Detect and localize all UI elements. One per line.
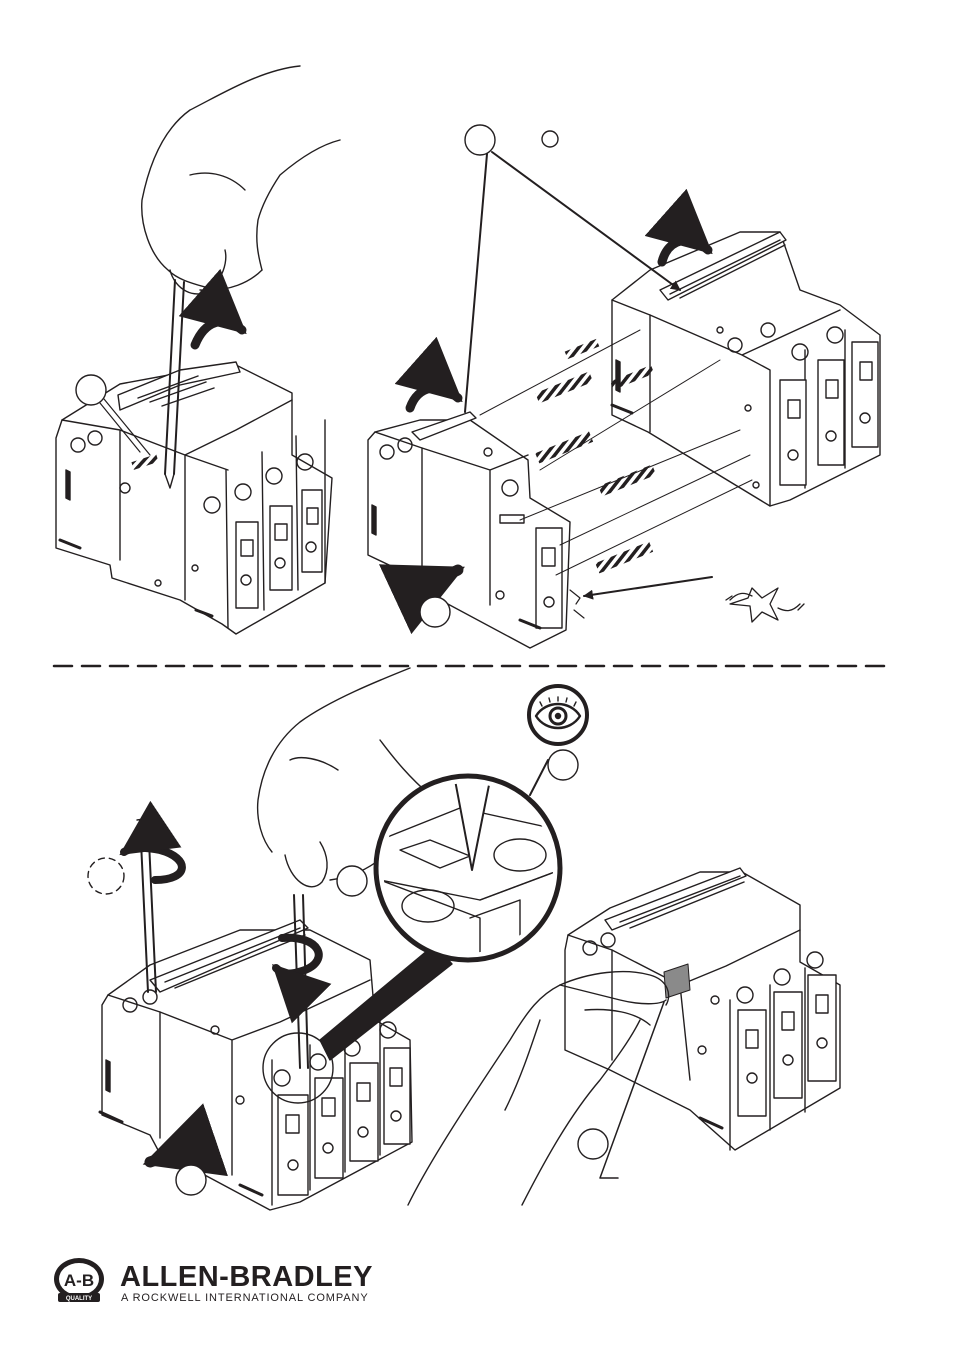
- callout-circle-icon: [465, 125, 495, 155]
- brand-tagline: A ROCKWELL INTERNATIONAL COMPANY: [121, 1293, 369, 1304]
- panel-1-remove-clip: [56, 66, 340, 634]
- rotate-arrow-icon: [410, 388, 458, 408]
- brand-logo-letters: A-B: [64, 1271, 94, 1290]
- panel-2-insert-modules: [368, 125, 880, 648]
- panel-3-tighten-screws: [88, 668, 452, 1210]
- flex-symbol-icon: [726, 588, 804, 622]
- callout-circle-icon: [337, 866, 367, 896]
- callout-circle-icon: [76, 375, 106, 405]
- callout-circle-icon: [88, 858, 124, 894]
- breaker-module-left: [368, 412, 570, 648]
- callout-circle-icon: [578, 1129, 608, 1159]
- callout-circle-icon: [420, 597, 450, 627]
- brand-logo: A-B QUALITY: [54, 1258, 104, 1302]
- callout-circle-icon: [542, 131, 558, 147]
- detail-lens: [376, 686, 587, 970]
- brand-logo-ribbon: QUALITY: [66, 1296, 92, 1302]
- breaker-assembly: [565, 868, 840, 1150]
- brand-name: ALLEN-BRADLEY: [120, 1263, 373, 1292]
- rotate-arrow-icon: [124, 848, 182, 880]
- rotate-arrow-icon: [195, 322, 242, 345]
- callout-circle-icon: [548, 750, 578, 780]
- callout-circle-icon: [176, 1165, 206, 1195]
